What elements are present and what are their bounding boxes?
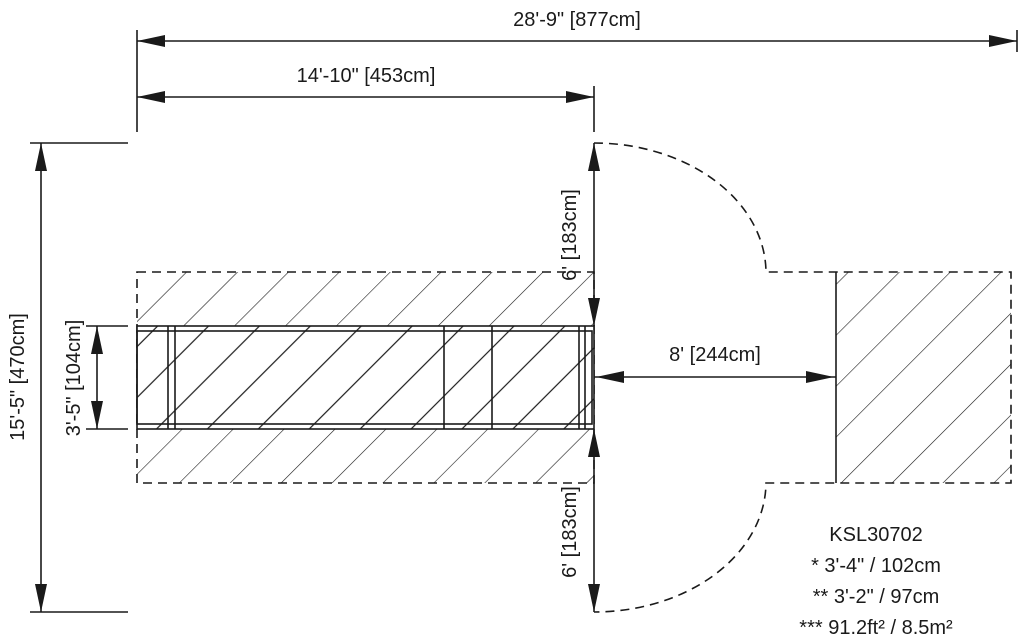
overall-depth-label: 15'-5" [470cm] xyxy=(7,313,29,441)
model-number: KSL30702 xyxy=(829,524,922,546)
table-top xyxy=(136,325,595,430)
dimension-upper-clearance: 6' [183cm] xyxy=(559,143,600,326)
dimension-table-width: 14'-10" [453cm] xyxy=(137,65,594,103)
note-3: *** 91.2ft² / 8.5m² xyxy=(799,617,953,639)
extension-lines xyxy=(30,30,1018,613)
overall-width-label: 28'-9" [877cm] xyxy=(513,9,641,31)
note-1: * 3'-4" / 102cm xyxy=(811,555,941,577)
dimension-lower-clearance: 6' [183cm] xyxy=(559,429,600,612)
dimension-overall-depth: 15'-5" [470cm] xyxy=(7,143,47,612)
lower-clearance-label: 6' [183cm] xyxy=(559,486,581,578)
clearance-boundary xyxy=(593,142,1012,613)
upper-clearance-label: 6' [183cm] xyxy=(559,189,581,281)
note-2: ** 3'-2" / 97cm xyxy=(813,586,940,608)
info-block: KSL30702 * 3'-4" / 102cm ** 3'-2" / 97cm… xyxy=(799,524,953,639)
table-depth-label: 3'-5" [104cm] xyxy=(63,320,85,437)
dimension-overall-width: 28'-9" [877cm] xyxy=(137,9,1017,47)
dimension-table-depth: 3'-5" [104cm] xyxy=(63,320,103,437)
table-width-label: 14'-10" [453cm] xyxy=(297,65,436,87)
gap-width-label: 8' [244cm] xyxy=(669,344,761,366)
dimension-gap-width: 8' [244cm] xyxy=(594,344,836,383)
right-fixture xyxy=(835,272,1011,483)
